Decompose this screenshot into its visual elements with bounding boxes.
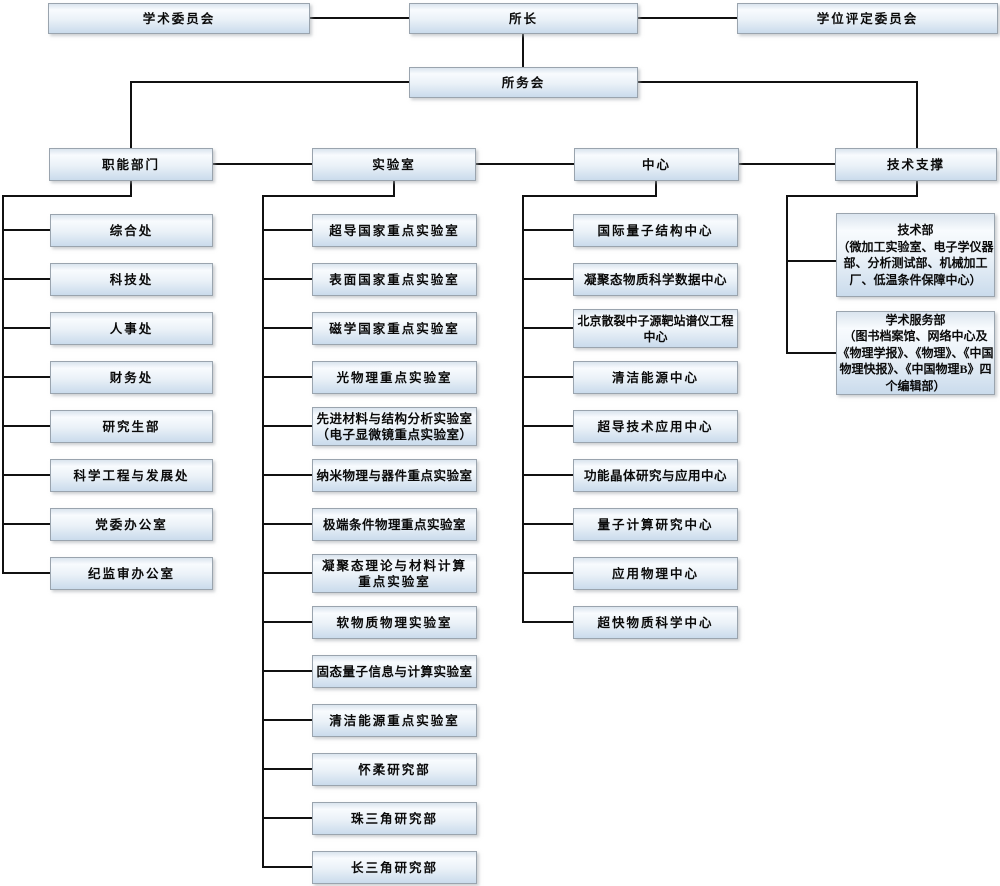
node-center-quantum-computing: 量子计算研究中心	[573, 508, 738, 541]
node-center-ultrafast-matter: 超快物质科学中心	[573, 606, 738, 639]
node-lab-magnetism: 磁学国家重点实验室	[312, 312, 477, 345]
node-academic-committee: 学术委员会	[48, 3, 310, 34]
node-sci-tech-office: 科技处	[50, 263, 213, 296]
node-lab-extreme-conditions: 极端条件物理重点实验室	[312, 508, 477, 541]
branch-functional-departments: 职能部门	[49, 148, 213, 181]
node-center-functional-crystals: 功能晶体研究与应用中心	[573, 459, 738, 492]
node-huairou-research-dept: 怀柔研究部	[312, 753, 477, 786]
node-lab-superconductivity: 超导国家重点实验室	[312, 214, 477, 247]
node-degree-evaluation-committee: 学位评定委员会	[737, 3, 998, 34]
node-sci-engineering-development-office: 科学工程与发展处	[50, 459, 213, 492]
node-center-applied-physics: 应用物理中心	[573, 557, 738, 590]
node-center-condensed-matter-data: 凝聚态物质科学数据中心	[573, 263, 738, 296]
node-general-office: 综合处	[50, 214, 213, 247]
node-graduate-dept: 研究生部	[50, 410, 213, 443]
node-lab-advanced-materials: 先进材料与结构分析实验室 （电子显微镜重点实验室）	[312, 407, 477, 446]
node-center-spallation-neutron: 北京散裂中子源靶站谱仪工程 中心	[573, 309, 738, 348]
node-finance-office: 财务处	[50, 361, 213, 394]
node-academic-services-dept: 学术服务部 （图书档案馆、网络中心及《物理学报》、《物理》、《中国物理快报》、《…	[836, 311, 995, 395]
node-director: 所长	[409, 3, 638, 34]
node-lab-clean-energy: 清洁能源重点实验室	[312, 704, 477, 737]
node-lab-solid-state-quantum: 固态量子信息与计算实验室	[312, 655, 477, 688]
node-hr-office: 人事处	[50, 312, 213, 345]
node-lab-nanophysics-devices: 纳米物理与器件重点实验室	[312, 459, 477, 492]
branch-laboratories: 实验室	[312, 148, 476, 181]
node-center-quantum-structures: 国际量子结构中心	[573, 214, 738, 247]
node-discipline-audit-office: 纪监审办公室	[50, 557, 213, 590]
node-lab-condensed-matter-theory: 凝聚态理论与材料计算 重点实验室	[312, 554, 477, 593]
node-lab-optical-physics: 光物理重点实验室	[312, 361, 477, 394]
node-technical-dept: 技术部 （微加工实验室、电子学仪器部、分析测试部、机械加工厂、低温条件保障中心）	[836, 213, 995, 297]
node-pearl-delta-research-dept: 珠三角研究部	[312, 802, 477, 835]
node-lab-soft-matter: 软物质物理实验室	[312, 606, 477, 639]
branch-centers: 中心	[574, 148, 739, 181]
node-center-clean-energy: 清洁能源中心	[573, 361, 738, 394]
branch-technical-support: 技术支撑	[835, 148, 997, 181]
node-yangtze-delta-research-dept: 长三角研究部	[312, 851, 477, 884]
node-party-committee-office: 党委办公室	[50, 508, 213, 541]
node-lab-surface: 表面国家重点实验室	[312, 263, 477, 296]
node-institute-council: 所务会	[409, 67, 638, 98]
node-center-superconducting-tech: 超导技术应用中心	[573, 410, 738, 443]
